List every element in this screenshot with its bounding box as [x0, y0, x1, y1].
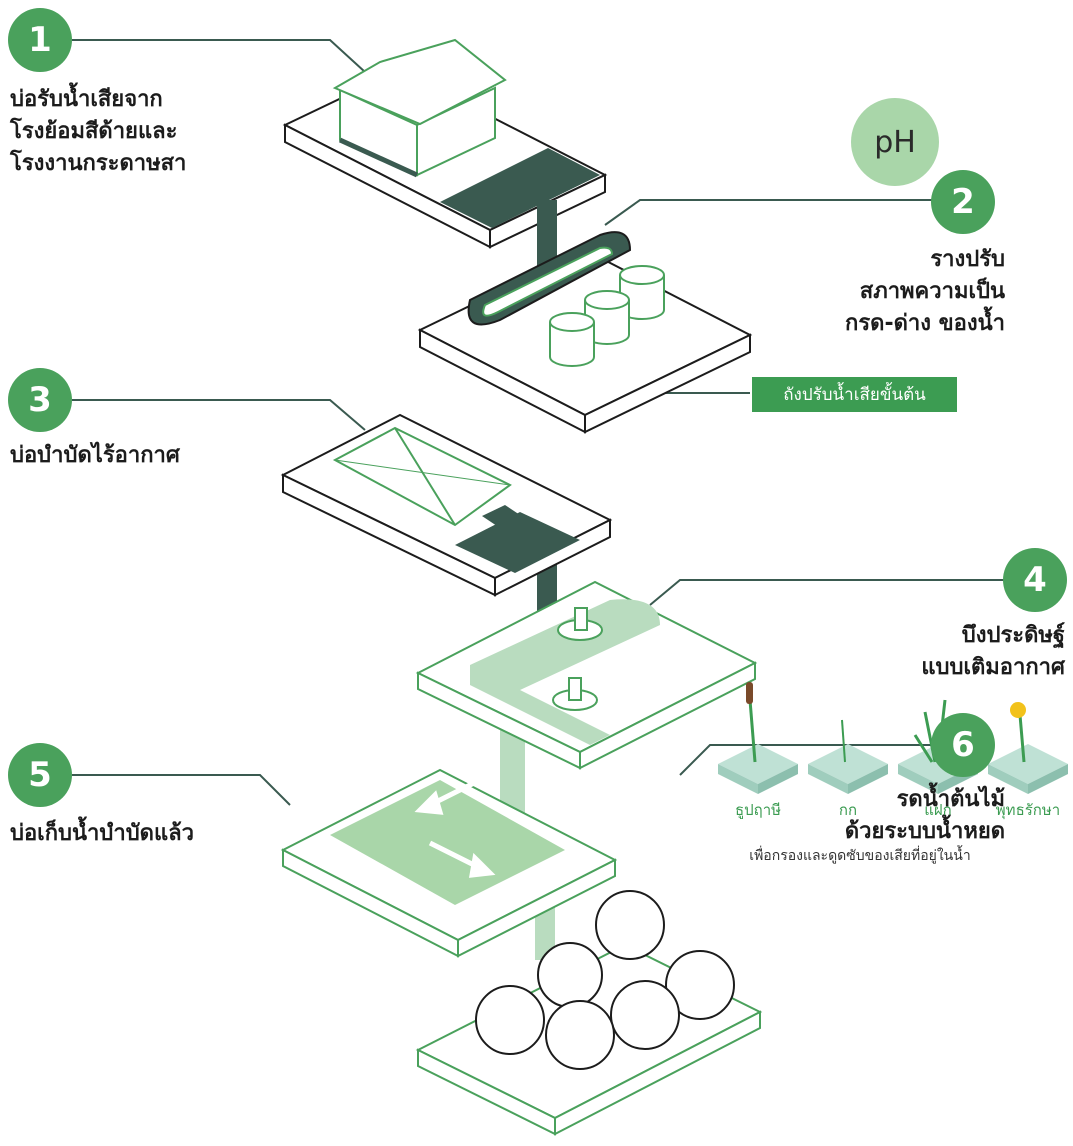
- plant-tiles: [718, 682, 1068, 794]
- step-4-number: 4: [1003, 548, 1067, 612]
- tank-tag: ถังปรับน้ำเสียขั้นต้น: [752, 377, 957, 412]
- plant-name-sedge: กก: [838, 801, 858, 819]
- step-1-label: บ่อรับน้ำเสียจาก โรงย้อมสีด้ายและ โรงงาน…: [10, 87, 187, 176]
- step-2-number: 2: [931, 170, 995, 234]
- pipe-1-2: [537, 200, 557, 270]
- plant-name-vetiver: แฝก: [924, 801, 952, 819]
- level4-wetland: [415, 580, 758, 770]
- step-5-label: บ่อเก็บน้ำบำบัดแล้ว: [10, 821, 194, 846]
- level6-drip-irrigation: [415, 890, 763, 1136]
- plant-name-canna: พุทธรักษา: [995, 801, 1061, 819]
- step-3-number: 3: [8, 368, 72, 432]
- sedge-tile: [808, 719, 888, 794]
- level2-ph-channel: [417, 231, 753, 434]
- level3-anaerobic-pond: [280, 413, 613, 597]
- level5-treated-pond: [280, 768, 618, 958]
- canna-tile: [988, 702, 1068, 794]
- step-5-number: 5: [8, 743, 72, 807]
- step-4-label: บึงประดิษฐ์ แบบเติมอากาศ: [921, 623, 1065, 680]
- plants-note: เพื่อกรองและดูดซับของเสียที่อยู่ในน้ำ: [749, 848, 971, 864]
- step-6-number: 6: [931, 713, 995, 777]
- step-3-label: บ่อบำบัดไร้อากาศ: [10, 443, 180, 468]
- ph-badge: pH: [851, 98, 939, 186]
- cattail-tile: [718, 682, 798, 794]
- leader-lines: [72, 39, 1005, 806]
- step-1-number: 1: [8, 8, 72, 72]
- level1-receiving-pond: [282, 38, 608, 249]
- step-2-label: รางปรับ สภาพความเป็น กรด-ด่าง ของน้ำ: [845, 247, 1005, 336]
- plant-name-cattail: ธูปฤาษี: [734, 801, 782, 819]
- step-6-label: รดน้ำต้นไม้ ด้วยระบบน้ำหยด: [844, 787, 1005, 844]
